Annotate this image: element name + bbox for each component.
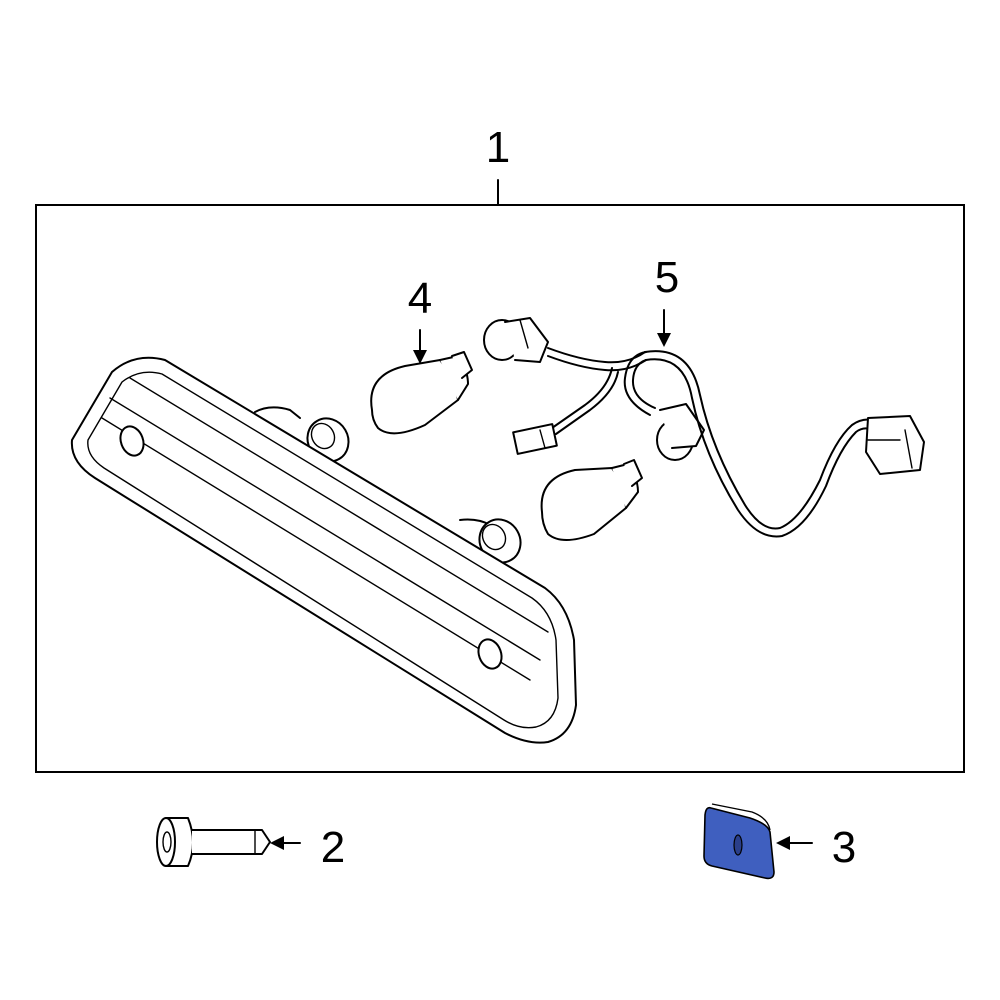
callout-3-arrowhead (776, 836, 790, 850)
callout-2[interactable]: 2 (270, 823, 345, 872)
bolt[interactable] (156, 817, 271, 867)
clip-nut[interactable] (703, 803, 775, 880)
callout-3[interactable]: 3 (776, 823, 856, 872)
callout-1[interactable]: 1 (486, 123, 510, 206)
callout-4-number: 4 (408, 274, 432, 323)
callout-3-number: 3 (832, 823, 856, 872)
callout-4[interactable]: 4 (408, 274, 432, 364)
bulb-lower[interactable] (540, 459, 643, 541)
assembly-frame (35, 204, 965, 773)
callout-5-arrowhead (657, 333, 671, 347)
callout-1-number: 1 (486, 123, 510, 172)
bulb-upper[interactable] (370, 351, 473, 435)
callout-2-arrowhead (270, 836, 284, 850)
wiring-harness[interactable] (483, 317, 925, 538)
callout-5-number: 5 (655, 253, 679, 302)
callout-2-number: 2 (321, 823, 345, 872)
callout-4-arrowhead (413, 350, 427, 364)
callout-5[interactable]: 5 (655, 253, 679, 347)
lamp-housing[interactable] (70, 356, 577, 744)
